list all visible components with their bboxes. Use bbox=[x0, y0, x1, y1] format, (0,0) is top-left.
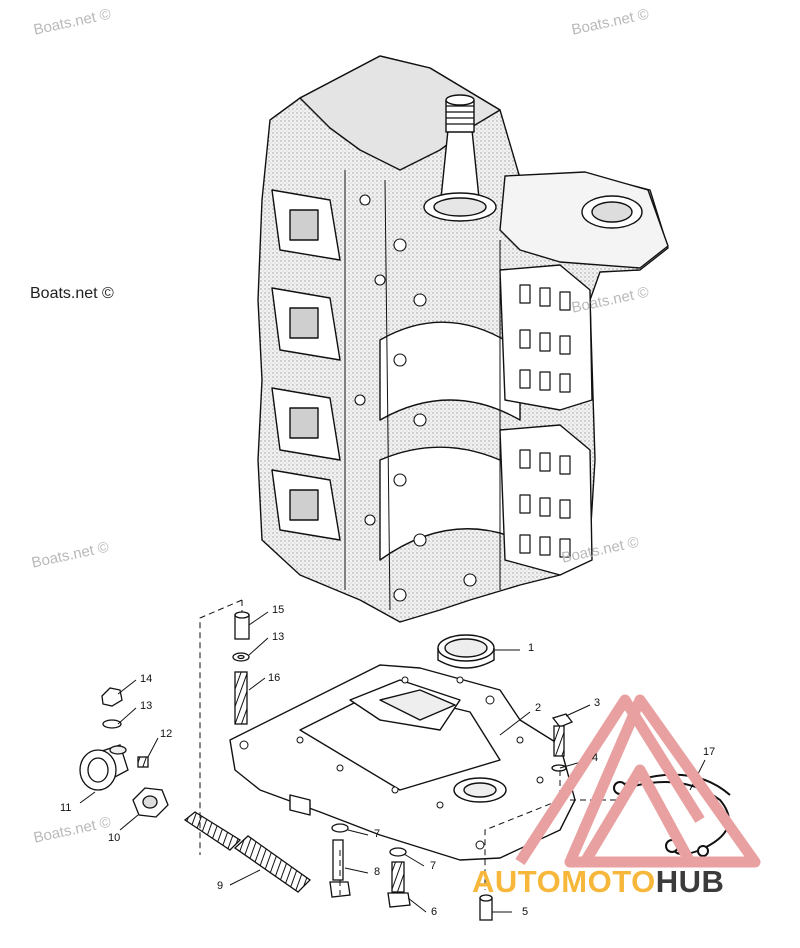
callout-13a: 13 bbox=[140, 700, 153, 712]
watermark-plain: Boats.net © bbox=[30, 285, 114, 302]
callout-7a: 7 bbox=[374, 828, 381, 840]
callout-6: 6 bbox=[431, 906, 438, 918]
callout-15: 15 bbox=[272, 604, 285, 616]
brand-wordmark: AUTOMOTOHUB bbox=[472, 864, 724, 900]
seal-ring-part bbox=[437, 634, 495, 669]
bolt-part bbox=[551, 713, 574, 772]
cylinder-block bbox=[257, 55, 669, 623]
callout-10: 10 bbox=[108, 832, 121, 844]
callout-11: 11 bbox=[60, 802, 72, 814]
stud-and-nuts bbox=[79, 611, 312, 893]
brand-part1: AUTOMOTO bbox=[472, 864, 656, 899]
callout-7b: 7 bbox=[430, 860, 437, 872]
callout-13b: 13 bbox=[272, 631, 285, 643]
callout-12: 12 bbox=[160, 728, 173, 740]
automotohub-logo bbox=[515, 694, 761, 868]
callout-8: 8 bbox=[374, 866, 381, 878]
callout-3: 3 bbox=[594, 697, 601, 709]
brand-part2: HUB bbox=[655, 864, 725, 899]
bottom-fasteners bbox=[329, 823, 493, 921]
callout-5: 5 bbox=[522, 906, 529, 918]
callout-9: 9 bbox=[217, 880, 224, 892]
cover-plate bbox=[229, 664, 576, 861]
callout-4: 4 bbox=[592, 752, 599, 764]
callout-16: 16 bbox=[268, 672, 281, 684]
callout-1: 1 bbox=[528, 642, 535, 654]
callout-2: 2 bbox=[535, 702, 542, 714]
callout-14: 14 bbox=[140, 673, 153, 685]
callout-17: 17 bbox=[703, 746, 716, 758]
